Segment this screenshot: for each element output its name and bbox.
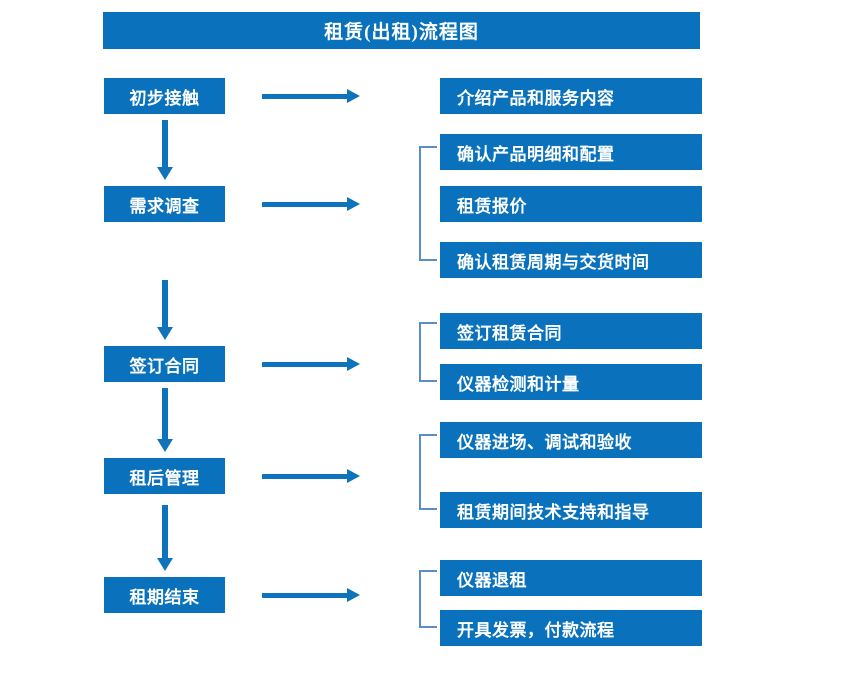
detail-box-9[interactable]: 仪器退租 [440, 560, 702, 596]
arrow-shaft [162, 505, 168, 558]
detail-box-10[interactable]: 开具发票，付款流程 [440, 610, 702, 646]
arrow-head [157, 558, 173, 571]
detail-box-8[interactable]: 租赁期间技术支持和指导 [440, 492, 702, 528]
group-bracket-2 [419, 322, 437, 382]
detail-box-3[interactable]: 租赁报价 [440, 186, 702, 222]
stage-box-4[interactable]: 租后管理 [104, 458, 225, 494]
stage-box-2[interactable]: 需求调查 [104, 186, 225, 222]
arrow-shaft [262, 94, 348, 99]
arrow-head [157, 167, 173, 180]
group-bracket-1 [419, 146, 437, 261]
diagram-title: 租赁(出租)流程图 [103, 12, 700, 49]
vertical-arrow-1 [157, 120, 173, 180]
arrow-head [157, 439, 173, 452]
vertical-arrow-4 [157, 505, 173, 571]
vertical-arrow-3 [157, 388, 173, 452]
detail-box-1[interactable]: 介绍产品和服务内容 [440, 78, 702, 114]
arrow-shaft [162, 388, 168, 439]
stage-box-1[interactable]: 初步接触 [104, 78, 225, 114]
horizontal-arrow-3 [262, 357, 360, 371]
horizontal-arrow-2 [262, 197, 360, 211]
stage-box-3[interactable]: 签订合同 [104, 346, 225, 382]
group-bracket-3 [419, 434, 437, 510]
vertical-arrow-2 [157, 280, 173, 340]
detail-box-7[interactable]: 仪器进场、调试和验收 [440, 422, 702, 458]
horizontal-arrow-5 [262, 588, 360, 602]
arrow-head [347, 469, 360, 483]
horizontal-arrow-4 [262, 469, 360, 483]
detail-box-4[interactable]: 确认租赁周期与交货时间 [440, 242, 702, 278]
arrow-shaft [162, 120, 168, 167]
group-bracket-4 [419, 570, 437, 628]
arrow-head [347, 357, 360, 371]
arrow-head [347, 588, 360, 602]
stage-box-5[interactable]: 租期结束 [104, 577, 225, 613]
arrow-head [157, 327, 173, 340]
horizontal-arrow-1 [262, 89, 360, 103]
arrow-shaft [262, 362, 348, 367]
arrow-head [347, 89, 360, 103]
detail-box-2[interactable]: 确认产品明细和配置 [440, 134, 702, 170]
arrow-head [347, 197, 360, 211]
detail-box-5[interactable]: 签订租赁合同 [440, 313, 702, 349]
arrow-shaft [262, 202, 348, 207]
detail-box-6[interactable]: 仪器检测和计量 [440, 364, 702, 400]
arrow-shaft [162, 280, 168, 327]
arrow-shaft [262, 593, 348, 598]
arrow-shaft [262, 474, 348, 479]
